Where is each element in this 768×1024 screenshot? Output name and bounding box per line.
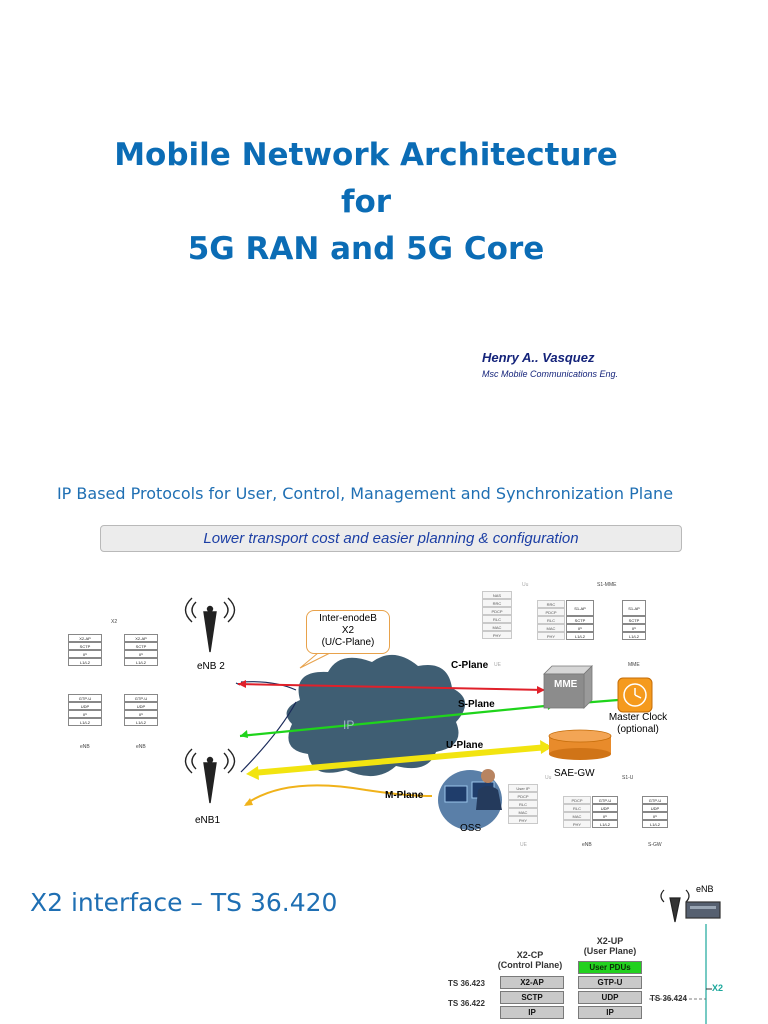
s1u-label: S1-U — [622, 775, 634, 781]
m-plane-line — [245, 784, 433, 805]
x2-cp-heading: X2-CP (Control Plane) — [497, 950, 563, 970]
enb-device-icon — [660, 889, 721, 923]
ts-36-423-label: TS 36.423 — [448, 979, 485, 988]
master-clock-label: Master Clock (optional) — [608, 712, 668, 735]
s1u-sgw-stack: GTP-U UDP IP L1/L2 — [642, 796, 668, 828]
s1u-ue-stack: User IP PDCP RLC MAC PHY — [508, 784, 538, 824]
x2-enb-label: eNB — [696, 884, 714, 894]
m-plane-label: M-Plane — [385, 790, 424, 801]
left-enb-label-a: eNB — [80, 744, 90, 750]
oss-operator-icon — [438, 769, 502, 830]
s1mme-enb-right-stack: S1-AP SCTP IP L1/L2 — [566, 600, 594, 640]
s1mme-mme-label: MME — [628, 662, 640, 668]
enb1-tower-icon — [184, 748, 236, 804]
c-plane-label: C-Plane — [451, 660, 489, 671]
enb1-label: eNB1 — [195, 815, 221, 826]
mme-box — [543, 665, 593, 709]
oss-label: OSS — [460, 823, 482, 834]
s1u-enb-label: eNB — [582, 842, 592, 848]
clock-icon — [617, 677, 653, 713]
x2-up-heading: X2-UP (User Plane) — [583, 936, 637, 956]
cover-title-line-1: Mobile Network Architecture — [114, 137, 618, 173]
s1mme-enb-stack: RRC PDCP RLC MAC PHY — [537, 600, 565, 640]
x2-slide-title: X2 interface – TS 36.420 — [30, 888, 338, 917]
left-x2-label: X2 — [111, 619, 118, 625]
s1u-uu-label: Uu — [545, 775, 552, 781]
ts-36-422-label: TS 36.422 — [448, 999, 485, 1008]
ip-slide-banner: Lower transport cost and easier planning… — [100, 525, 682, 552]
s1u-enb-stack: PDCP RLC MAC PHY — [563, 796, 591, 828]
s-plane-line — [239, 703, 556, 738]
s1mme-ue-stack: NAS RRC PDCP RLC MAC PHY — [482, 591, 512, 639]
s-plane-label: S-Plane — [458, 699, 495, 710]
s1mme-mme-stack: S1-AP SCTP IP L1/L2 — [622, 600, 646, 640]
x2-link-upper — [240, 681, 297, 691]
u-plane-line — [251, 744, 549, 776]
enb2-tower-icon — [184, 597, 236, 653]
cover-title-line-3: 5G RAN and 5G Core — [187, 231, 545, 267]
sae-gw-cylinder — [548, 729, 612, 760]
c-plane-line — [237, 683, 546, 691]
ip-cloud-label: IP — [343, 718, 355, 732]
u-plane-label: U-Plane — [446, 740, 484, 751]
s1mme-label: S1-MME — [597, 582, 617, 588]
enb2-label: eNB 2 — [197, 661, 225, 672]
x2-link-lower — [240, 701, 297, 773]
author-name: Henry A.. Vasquez — [482, 350, 595, 365]
left-user-stack-a: GTP-U UDP IP L1/L2 — [68, 694, 102, 726]
left-user-stack-b: GTP-U UDP IP L1/L2 — [124, 694, 158, 726]
s1u-sgw-label: S-GW — [648, 842, 662, 848]
x2-up-stack: User PDUs GTP-U UDP IP — [578, 961, 642, 1021]
ts-36-424-label: TS 36.424 — [650, 994, 687, 1003]
inter-enodeb-callout: Inter-enodeB X2 (U/C-Plane) — [306, 610, 390, 654]
cover-title: Mobile Network Architecture for 5G RAN a… — [0, 132, 732, 273]
s1mme-uu-label: Uu — [522, 582, 529, 588]
s1u-ue-label: UE — [520, 842, 527, 848]
sae-gw-label: SAE-GW — [554, 768, 595, 779]
left-control-stack-a: X2-AP SCTP IP L1/L2 — [68, 634, 102, 666]
s1mme-ue-label: UE — [494, 662, 501, 668]
ip-slide-title: IP Based Protocols for User, Control, Ma… — [56, 484, 674, 503]
s1u-enb-right-stack: GTP-U UDP IP L1/L2 — [592, 796, 618, 828]
left-enb-label-b: eNB — [136, 744, 146, 750]
x2-cp-stack: X2-AP SCTP IP — [500, 976, 564, 1021]
author-subtitle: Msc Mobile Communications Eng. — [482, 369, 619, 379]
cover-title-line-2: for — [340, 184, 392, 220]
x2-link-label: X2 — [712, 983, 724, 993]
callout-pointer — [299, 652, 331, 669]
left-control-stack-b: X2-AP SCTP IP L1/L2 — [124, 634, 158, 666]
mme-label: MME — [554, 679, 578, 690]
